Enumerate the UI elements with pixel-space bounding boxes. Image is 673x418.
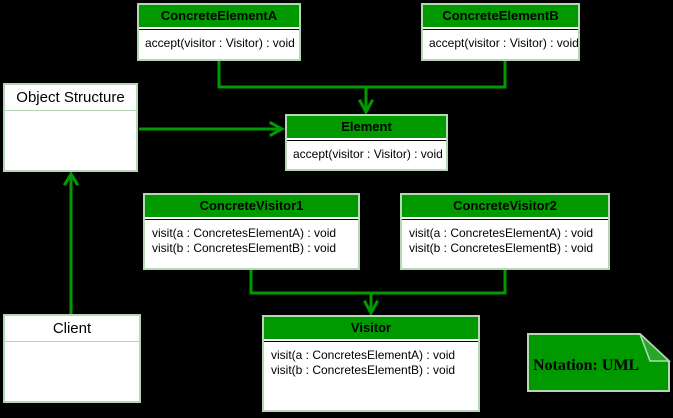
- method-label: accept(visitor : Visitor) : void: [429, 36, 579, 50]
- class-name: ConcreteVisitor1: [145, 195, 358, 219]
- object-structure-box: Object Structure: [3, 83, 138, 172]
- open-arrowhead-down-icon: [362, 299, 380, 317]
- object-name: Object Structure: [5, 85, 136, 111]
- class-name: Element: [287, 116, 446, 140]
- header-separator: [287, 140, 446, 141]
- class-name: ConcreteElementB: [423, 5, 578, 29]
- generalization-connector-visitors: [249, 270, 507, 317]
- method-label: visit(b : ConcretesElementB) : void: [152, 241, 337, 255]
- folded-corner-icon: [639, 333, 671, 362]
- method-label: visit(a : ConcretesElementA) : void: [152, 226, 337, 240]
- header-separator: [402, 219, 608, 220]
- method-label: visit(b : ConcretesElementB) : void: [409, 241, 594, 255]
- method-label: accept(visitor : Visitor) : void: [293, 147, 443, 161]
- method-label: visit(a : ConcretesElementA) : void: [409, 226, 594, 240]
- association-arrow-object-structure-to-element: [139, 120, 286, 138]
- class-concrete-visitor-1: ConcreteVisitor1 visit(a : ConcretesElem…: [143, 193, 360, 270]
- generalization-connector-elements: [217, 61, 507, 116]
- class-name: ConcreteVisitor2: [402, 195, 608, 219]
- method-label: accept(visitor : Visitor) : void: [145, 36, 295, 50]
- class-concrete-visitor-2: ConcreteVisitor2 visit(a : ConcretesElem…: [400, 193, 610, 270]
- class-element: Element accept(visitor : Visitor) : void: [285, 114, 448, 171]
- class-name: Visitor: [264, 317, 478, 341]
- open-arrowhead-down-icon: [357, 98, 375, 116]
- association-arrow-client-to-object-structure: [62, 171, 80, 314]
- class-name: ConcreteElementA: [139, 5, 299, 29]
- notation-note-label: Notation: UML: [533, 357, 640, 374]
- class-concrete-element-a: ConcreteElementA accept(visitor : Visito…: [137, 3, 301, 61]
- class-visitor: Visitor visit(a : ConcretesElementA) : v…: [262, 315, 480, 412]
- open-arrowhead-up-icon: [62, 171, 80, 187]
- header-separator: [264, 341, 478, 342]
- client-box: Client: [3, 314, 141, 403]
- class-concrete-element-b: ConcreteElementB accept(visitor : Visito…: [421, 3, 580, 61]
- header-separator: [423, 29, 578, 30]
- open-arrowhead-right-icon: [268, 120, 286, 138]
- header-separator: [139, 29, 299, 30]
- method-label: visit(a : ConcretesElementA) : void: [271, 348, 456, 362]
- object-name: Client: [5, 316, 139, 342]
- method-label: visit(b : ConcretesElementB) : void: [271, 363, 456, 377]
- header-separator: [145, 219, 358, 220]
